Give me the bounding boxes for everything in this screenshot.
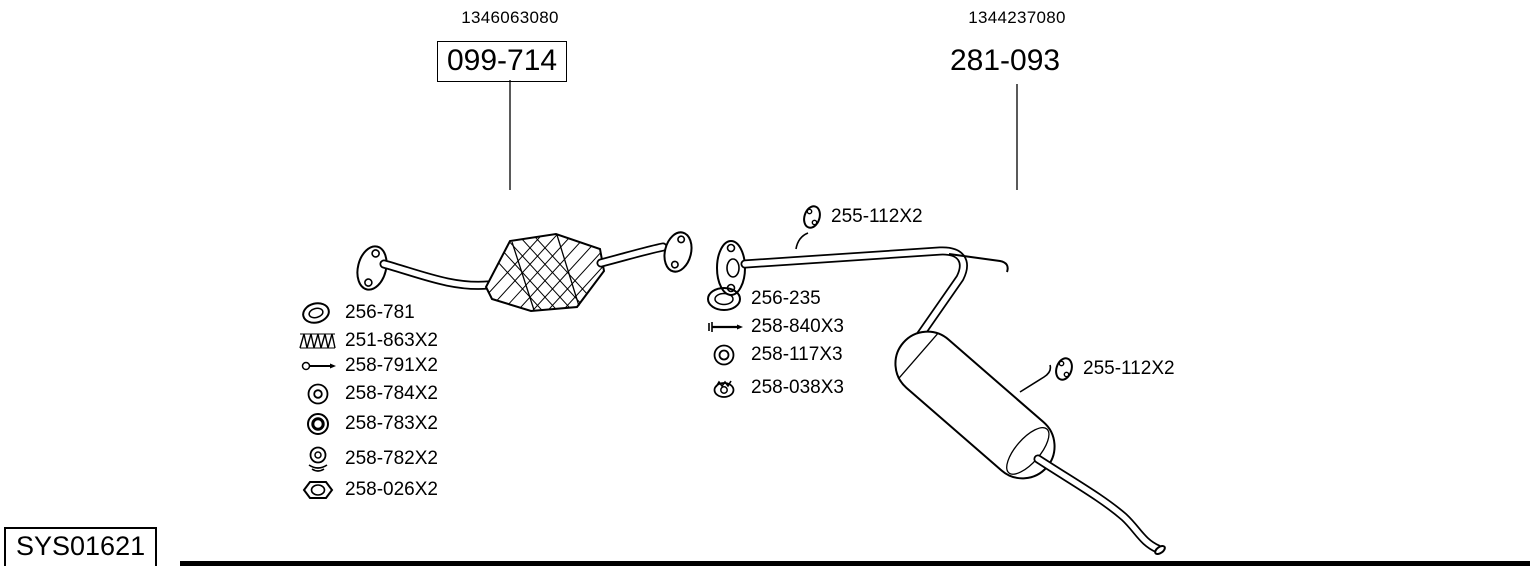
washer-thick-icon [307,413,329,435]
part-number[interactable]: 255-112X2 [1083,358,1175,379]
part-number[interactable]: 255-112X2 [831,206,923,227]
part-list-item: 258-840X3 [704,313,844,341]
assembly-code-front[interactable]: 099-714 [437,41,568,82]
part-number[interactable]: 258-791X2 [345,355,438,376]
part-list-item: 255-112X2 [798,203,923,231]
washer-icon [307,383,329,405]
diagram-code: SYS01621 [4,527,158,566]
gasket-ring-icon [302,302,330,324]
bolt-icon [301,361,336,371]
rear-muffler-assembly [716,232,1166,555]
part-number[interactable]: 258-840X3 [751,316,844,337]
oe-ref-rear: 1344237080 [968,8,1066,27]
part-list-item: 258-784X2 [298,380,438,408]
hanger-rod [948,253,1009,273]
rubber-mount-icon [308,446,328,472]
part-number[interactable]: 256-781 [345,302,415,323]
hanger-bracket-rear [1019,364,1052,393]
part-list-item: 258-117X3 [704,341,843,369]
part-number[interactable]: 258-784X2 [345,383,438,404]
part-number[interactable]: 256-235 [751,288,821,309]
part-list-item: 258-026X2 [298,476,438,504]
tailpipe [1033,454,1166,555]
part-list-item: 255-112X2 [1050,355,1175,383]
flange-nut-icon [713,380,735,398]
part-number[interactable]: 258-117X3 [751,344,843,365]
rubber-hanger-icon [803,205,821,229]
part-list-item: 258-038X3 [704,374,844,402]
catalytic-converter [484,232,606,313]
part-number[interactable]: 258-038X3 [751,377,844,398]
gasket-oval-icon [707,287,741,311]
long-bolt-icon [708,322,743,332]
rubber-hanger-icon [1055,357,1073,381]
spring-icon [299,333,336,349]
part-list-item: 256-235 [704,285,821,313]
assembly-code-rear[interactable]: 281-093 [950,44,1061,77]
part-list-item: 258-783X2 [298,410,438,438]
part-number[interactable]: 258-026X2 [345,479,438,500]
part-number[interactable]: 258-782X2 [345,448,438,469]
part-number[interactable]: 251-863X2 [345,330,438,351]
part-list-item: 251-863X2 [298,327,438,355]
hex-nut-icon [302,481,334,499]
washer-icon [713,344,735,366]
part-list-item: 258-782X2 [298,445,438,473]
part-list-item: 256-781 [298,299,415,327]
part-list-item: 258-791X2 [298,352,438,380]
bottom-edge-bar [180,561,1530,566]
hanger-bracket-front [795,232,809,250]
part-number[interactable]: 258-783X2 [345,413,438,434]
oe-ref-front: 1346063080 [461,8,559,27]
